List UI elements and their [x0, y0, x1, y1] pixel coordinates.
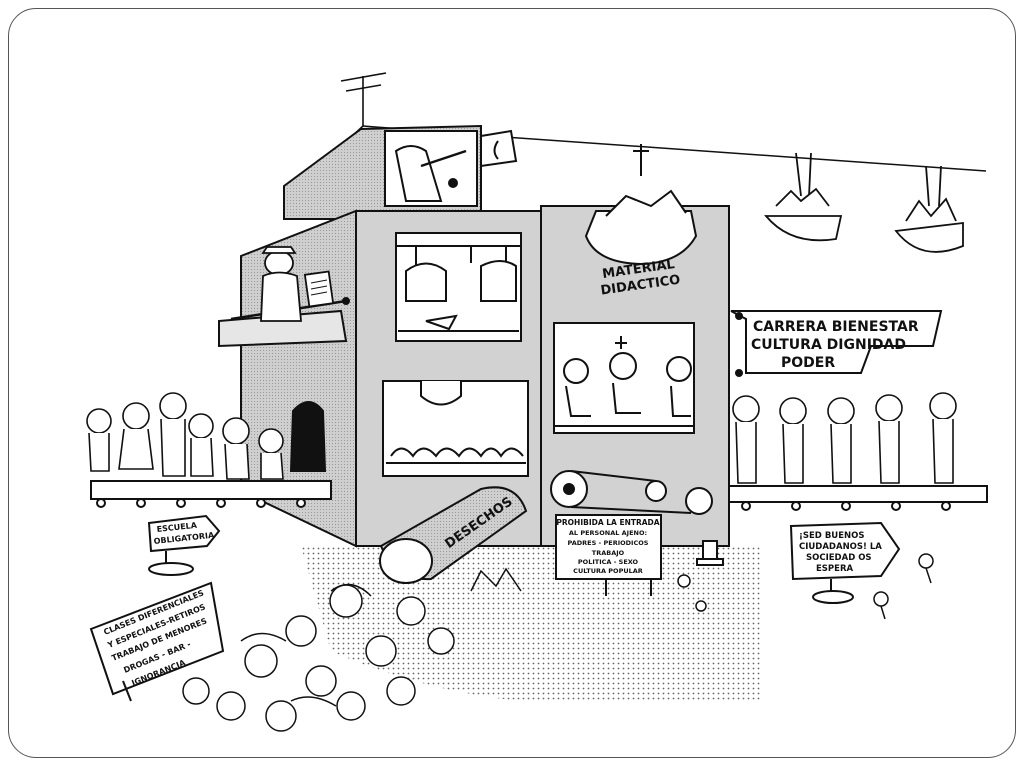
prohibida-line4: TRABAJO [592, 549, 625, 557]
sed-buenos-sign [789, 521, 901, 604]
doorway [289, 401, 327, 472]
ground-shading [301, 546, 761, 701]
guard-figure [260, 246, 335, 322]
clases-sign [89, 581, 225, 702]
machine-legs [696, 540, 724, 566]
prohibida-line5: POLITICA - SEXO [578, 558, 639, 566]
carrera-line3: PODER [781, 355, 835, 371]
left-conveyor [90, 480, 332, 508]
escuela-line1: ESCUELA [156, 521, 198, 534]
waste-chute [379, 486, 528, 584]
machine-top-box [283, 124, 482, 220]
cartoon-illustration: MATERIAL DIDACTICO CARRERA BIENESTAR CUL… [86, 72, 988, 732]
loudspeaker-icon [480, 129, 518, 168]
sed-line3: SOCIEDAD OS [806, 553, 872, 563]
prohibida-sign [555, 514, 662, 596]
queue-children [86, 392, 284, 480]
window-seated-figures [553, 322, 695, 434]
prohibida-line3: PADRES - PERIODICOS [568, 539, 649, 547]
carrera-line2: CULTURA DIGNIDAD [751, 337, 906, 353]
window-lower-conveyor [382, 380, 529, 477]
prohibida-line2: AL PERSONAL AJENO: [569, 529, 647, 537]
material-didactico-bucket [584, 144, 698, 266]
crane-basket-icon [764, 152, 964, 253]
sed-line4: ESPERA [816, 564, 854, 574]
prohibida-line6: CULTURA POPULAR [573, 567, 643, 575]
gear-icon [550, 470, 713, 515]
overhead-cable [490, 135, 987, 172]
slide-frame: MATERIAL DIDACTICO CARRERA BIENESTAR CUL… [8, 8, 1016, 758]
sed-line2: CIUDADANOS! LA [799, 542, 882, 552]
window-babies-hanging [395, 232, 522, 342]
exit-banner [728, 310, 943, 383]
sed-line1: ¡SED BUENOS [799, 531, 864, 541]
prohibida-line1: PROHIBIDA LA ENTRADA [556, 518, 659, 527]
right-conveyor [728, 485, 988, 511]
escuela-sign [147, 514, 221, 576]
carrera-line1: CARRERA BIENESTAR [753, 319, 919, 335]
uniform-graduates [732, 392, 957, 484]
discarded-pile [182, 567, 522, 732]
flower-icon [677, 553, 934, 620]
